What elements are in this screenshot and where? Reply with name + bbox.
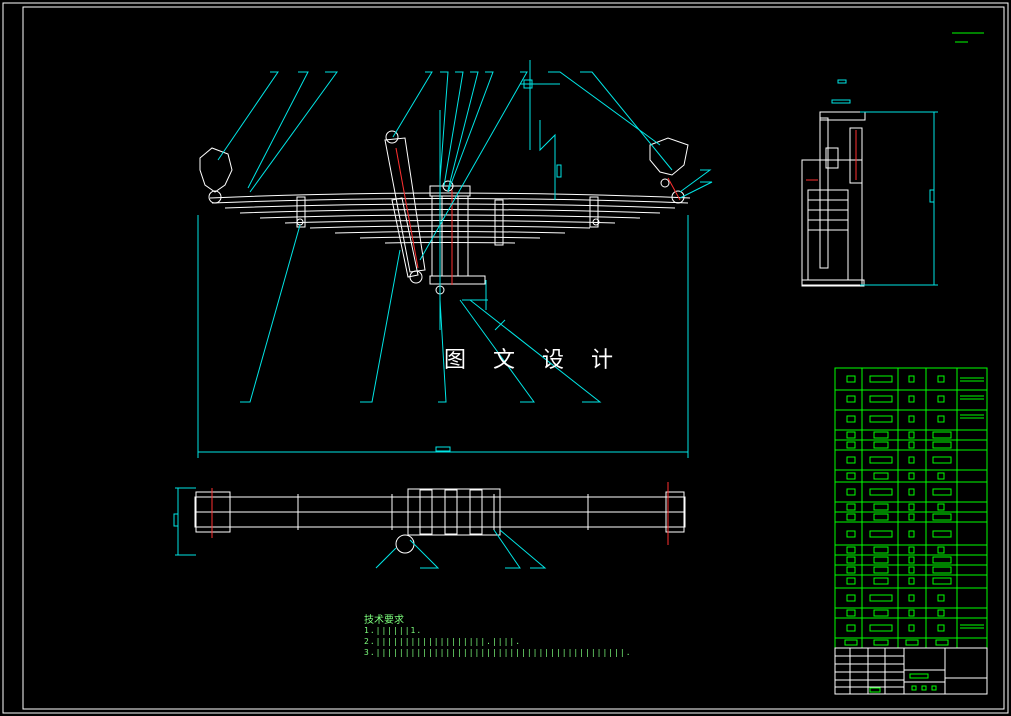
- top-view: [194, 488, 686, 554]
- front-centerlines: [395, 147, 681, 285]
- technical-requirement-line: 3.||||||||||||||||||||||||||||||||||||||…: [364, 648, 632, 657]
- technical-requirements-title: 技术要求: [364, 615, 404, 626]
- technical-requirement-line: 1.||||||1.: [364, 626, 423, 635]
- parts-list: [834, 367, 988, 649]
- side-dimensions: [831, 79, 938, 286]
- title-block: [834, 647, 988, 695]
- technical-requirement-line: 2.|||||||||||||||||||.||||.: [364, 637, 522, 646]
- front-dimensions: [197, 60, 689, 458]
- watermark: 图 文 设 计: [444, 348, 623, 373]
- side-view: [801, 111, 866, 287]
- side-centerlines: [806, 130, 857, 181]
- top-dimensions: [173, 487, 547, 569]
- title-block-marks: [869, 673, 937, 693]
- roughness-mark: [952, 32, 984, 43]
- inner-border: [22, 6, 1005, 710]
- front-view: [199, 130, 691, 295]
- front-leaders: [217, 71, 713, 403]
- top-centerlines: [211, 482, 669, 545]
